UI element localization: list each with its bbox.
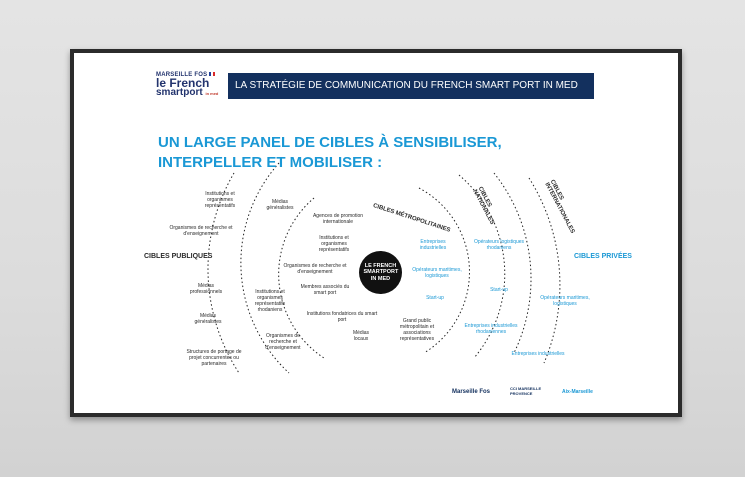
footer-logo-aix-marseille: Aix-Marseille xyxy=(562,389,593,395)
group-label-publiques: CIBLES PUBLIQUES xyxy=(144,253,213,260)
headline-line-1: UN LARGE PANEL DE CIBLES À SENSIBILISER, xyxy=(158,134,502,151)
ring-right-far xyxy=(528,177,561,364)
label-left-middle-0: Médias généralistes xyxy=(266,199,294,211)
headline-line-2: INTERPELLER ET MOBILISER : xyxy=(158,154,383,171)
concentric-rings xyxy=(207,162,561,374)
footer-logo-cci: CCI MARSEILLE PROVENCE xyxy=(510,386,546,396)
label-right-inner-2: Start-up xyxy=(426,295,444,301)
logo-line-3: smartport xyxy=(156,87,203,98)
logo-tag: in med xyxy=(205,91,219,96)
french-flag-icon xyxy=(209,72,216,77)
ring-left-middle xyxy=(240,162,290,374)
label-left-inner-5: Médias locaux xyxy=(352,330,370,342)
ring-right-outer xyxy=(493,172,532,354)
label-left-outer-2: Médias professionnels xyxy=(189,283,223,295)
footer-logo-cci-text: CCI MARSEILLE PROVENCE xyxy=(510,386,542,396)
whiteboard-frame: MARSEILLE FOS le French smartport in med… xyxy=(70,49,682,417)
ring-left-inner xyxy=(278,197,325,359)
label-left-outer-0: Institutions et organismes représentatif… xyxy=(204,191,236,209)
label-left-inner-4: Institutions fondatrices du smart port xyxy=(306,311,378,323)
label-right-outer-0: Opérateurs maritimes, logistiques xyxy=(540,295,590,307)
label-right-inner-3: Grand public métropolitain et associatio… xyxy=(399,318,435,342)
logo-line-1: MARSEILLE FOS xyxy=(156,72,208,78)
label-left-inner-2: Organismes de recherche et d'enseignemen… xyxy=(283,263,347,275)
headline: UN LARGE PANEL DE CIBLES À SENSIBILISER,… xyxy=(158,133,502,173)
label-right-middle-1: Start-up xyxy=(490,287,508,293)
label-right-inner-1: Opérateurs maritimes, logistiques xyxy=(412,267,462,279)
center-label: LE FRENCH SMARTPORT IN MED xyxy=(363,262,399,282)
label-right-inner-0: Entreprises industrielles xyxy=(419,239,447,251)
label-left-inner-3: Membres associés du smart port xyxy=(300,284,350,296)
footer-logo-marseille-fos: Marseille Fos xyxy=(452,389,491,395)
label-left-middle-2: Organismes de recherche et d'enseignemen… xyxy=(265,333,301,351)
label-left-outer-3: Médias généralistes xyxy=(194,313,222,325)
label-left-outer-1: Organismes de recherche et d'enseignemen… xyxy=(169,225,233,237)
label-right-middle-2: Entreprises industrielles rhodaniennes xyxy=(464,323,518,335)
logo-line-2: le French xyxy=(156,76,210,90)
label-left-inner-1: Institutions et organismes représentatif… xyxy=(318,235,350,253)
group-label-privees: CIBLES PRIVÉES xyxy=(574,253,632,260)
label-right-middle-0: Opérateurs logistiques rhodaniens xyxy=(473,239,525,251)
ring-left-outer xyxy=(207,172,240,374)
french-smartport-logo: MARSEILLE FOS le French smartport in med xyxy=(156,72,224,106)
header-title: LA STRATÉGIE DE COMMUNICATION DU FRENCH … xyxy=(235,80,578,91)
label-left-outer-4: Structures de portage de projet concurre… xyxy=(186,349,242,367)
ring-right-inner xyxy=(418,187,470,354)
label-right-outer-1: Entreprises industrielles xyxy=(511,351,565,357)
poster-board: MARSEILLE FOS le French smartport in med… xyxy=(74,53,678,413)
center-circle: LE FRENCH SMARTPORT IN MED xyxy=(359,251,402,294)
header-title-bar: LA STRATÉGIE DE COMMUNICATION DU FRENCH … xyxy=(228,73,594,99)
label-left-middle-1: Institutions et organismes représentatif… xyxy=(254,289,286,313)
label-left-inner-0: Agences de promotion internationale xyxy=(312,213,364,225)
